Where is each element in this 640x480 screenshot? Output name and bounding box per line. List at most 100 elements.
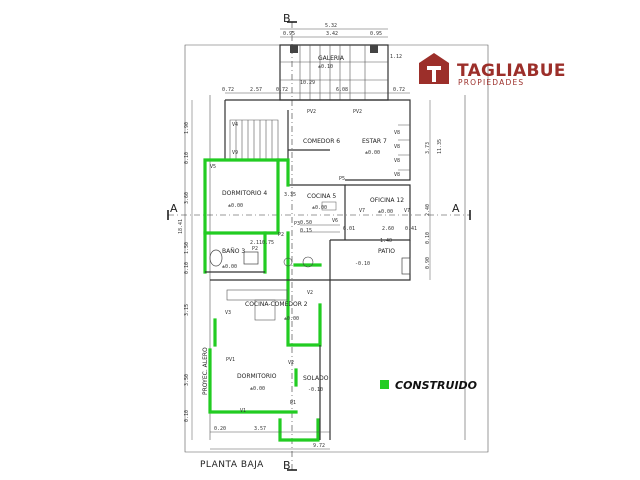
section-marker-b-top: B: [283, 12, 291, 25]
svg-text:PV2: PV2: [307, 109, 316, 115]
svg-text:10.29: 10.29: [300, 80, 315, 86]
room-label-estar7: ESTAR 7: [362, 138, 387, 145]
svg-text:±0.00: ±0.00: [378, 209, 393, 215]
svg-text:9.72: 9.72: [313, 443, 325, 449]
brand-logo: TAGLIABUE PROPIEDADES: [419, 53, 566, 87]
section-marker-b-bottom: B: [283, 459, 291, 472]
room-label-dormitorio: DORMITORIO: [237, 373, 277, 380]
svg-text:-0.10: -0.10: [355, 261, 370, 267]
svg-text:6.08: 6.08: [336, 87, 348, 93]
svg-text:3.57: 3.57: [254, 426, 266, 432]
svg-text:2.11: 2.11: [250, 240, 262, 246]
upper-block: COMEDOR 6 ESTAR 7 ±0.00 PV2 PV2 V4 V9 V8…: [224, 99, 411, 185]
bottom-dimensions: 0.20 3.57 9.72: [210, 426, 330, 450]
svg-text:V4: V4: [232, 122, 238, 128]
svg-text:2.57: 2.57: [250, 87, 262, 93]
svg-text:0.10: 0.10: [425, 232, 431, 244]
svg-text:3.60: 3.60: [184, 192, 190, 204]
svg-text:V7: V7: [404, 208, 410, 214]
room-label-patio: PATIO: [378, 248, 395, 255]
svg-text:±0.00: ±0.00: [365, 150, 380, 156]
svg-text:±0.00: ±0.00: [222, 264, 237, 270]
cocina-comedor2-room: COCINA-COMEDOR 2 ±0.00 V3 V2: [210, 279, 331, 440]
right-dimensions: 3.73 11.35 2.40 0.10 0.90: [425, 100, 443, 280]
plan-title: PLANTA BAJA: [200, 460, 264, 470]
label-proyec-alero: PROYEC. ALERO: [202, 347, 209, 395]
svg-text:P5: P5: [339, 176, 345, 182]
room-label-galeria: GALERIA: [318, 55, 345, 62]
svg-text:V3: V3: [225, 310, 231, 316]
svg-text:6.01: 6.01: [343, 226, 355, 232]
room-label-oficina12: OFICINA 12: [370, 197, 404, 204]
brand-sub: PROPIEDADES: [458, 78, 524, 87]
svg-text:3.73: 3.73: [425, 142, 431, 154]
svg-text:±0.00: ±0.00: [250, 386, 265, 392]
svg-text:0.15: 0.15: [300, 228, 312, 234]
svg-text:V2: V2: [288, 360, 294, 366]
svg-text:0.95: 0.95: [283, 31, 295, 37]
svg-text:1.50: 1.50: [184, 242, 190, 254]
svg-text:11.35: 11.35: [437, 139, 443, 154]
dormitorio4-room: DORMITORIO 4 ±0.00 V5 P2: [203, 158, 290, 238]
room-label-dormitorio4: DORMITORIO 4: [222, 190, 267, 197]
brand-name: TAGLIABUE: [457, 61, 566, 81]
room-label-cocina-comedor2: COCINA-COMEDOR 2: [245, 301, 308, 308]
central-wall: 0.50 0.15 2.11 0.75: [250, 220, 322, 347]
middle-block: COCINA 5 ±0.00 OFICINA 12 ±0.00 P5 V7 V7…: [284, 176, 417, 241]
svg-text:3.35: 3.35: [284, 192, 296, 198]
legend-label: CONSTRUIDO: [395, 379, 477, 392]
brand-mark-icon: [419, 53, 449, 84]
room-label-solado: SOLADO: [303, 375, 329, 382]
svg-text:0.72: 0.72: [393, 87, 405, 93]
svg-text:P1: P1: [290, 400, 296, 406]
legend-swatch: [380, 380, 389, 389]
svg-text:±0.10: ±0.10: [318, 64, 333, 70]
section-line-b: B B: [283, 12, 297, 472]
top-dimensions: 5.32 0.95 3.42 0.95 0.72 2.57 0.72 6.08 …: [222, 23, 410, 94]
svg-text:P3: P3: [294, 221, 300, 227]
svg-text:0.10: 0.10: [184, 262, 190, 274]
left-dimensions: 1.90 0.10 3.60 18.41 1.50 0.10 3.15 3.50…: [178, 100, 193, 440]
svg-text:18.41: 18.41: [178, 219, 184, 234]
svg-text:0.10: 0.10: [184, 410, 190, 422]
svg-text:-0.10: -0.10: [308, 387, 323, 393]
svg-text:V2: V2: [307, 290, 313, 296]
room-label-cocina5: COCINA 5: [307, 193, 336, 200]
svg-text:3.15: 3.15: [184, 304, 190, 316]
svg-text:V9: V9: [232, 150, 238, 156]
svg-text:PV1: PV1: [226, 357, 235, 363]
svg-text:0.50: 0.50: [300, 220, 312, 226]
svg-text:0.41: 0.41: [405, 226, 417, 232]
svg-text:0.72: 0.72: [276, 87, 288, 93]
svg-text:V8: V8: [394, 172, 400, 178]
legend: CONSTRUIDO: [380, 379, 477, 392]
svg-text:0.20: 0.20: [214, 426, 226, 432]
svg-text:0.75: 0.75: [262, 240, 274, 246]
svg-text:V8: V8: [394, 144, 400, 150]
dormitorio-room: DORMITORIO ±0.00 PV1 V2 V1 P1 SOLADO -0.…: [202, 345, 329, 442]
svg-text:V5: V5: [210, 164, 216, 170]
svg-text:0.95: 0.95: [370, 31, 382, 37]
svg-text:3.42: 3.42: [326, 31, 338, 37]
svg-text:0.90: 0.90: [425, 257, 431, 269]
svg-text:V6: V6: [332, 218, 338, 224]
svg-text:2.40: 2.40: [425, 204, 431, 216]
svg-text:±0.00: ±0.00: [228, 203, 243, 209]
svg-text:1.40: 1.40: [380, 238, 392, 244]
section-marker-a-right: A: [452, 202, 460, 215]
svg-text:3.50: 3.50: [184, 374, 190, 386]
svg-text:0.72: 0.72: [222, 87, 234, 93]
svg-text:1.90: 1.90: [184, 122, 190, 134]
room-label-comedor6: COMEDOR 6: [303, 138, 340, 145]
svg-text:V8: V8: [394, 158, 400, 164]
svg-text:1.12: 1.12: [390, 54, 402, 60]
svg-text:0.10: 0.10: [184, 152, 190, 164]
svg-text:V7: V7: [359, 208, 365, 214]
svg-text:5.32: 5.32: [325, 23, 337, 29]
section-line-a: A A: [167, 202, 471, 220]
svg-text:P2: P2: [278, 232, 284, 238]
svg-text:P2: P2: [252, 246, 258, 252]
svg-text:V8: V8: [394, 130, 400, 136]
bano3-room: BAÑO 3 ±0.00 P2: [203, 231, 267, 274]
